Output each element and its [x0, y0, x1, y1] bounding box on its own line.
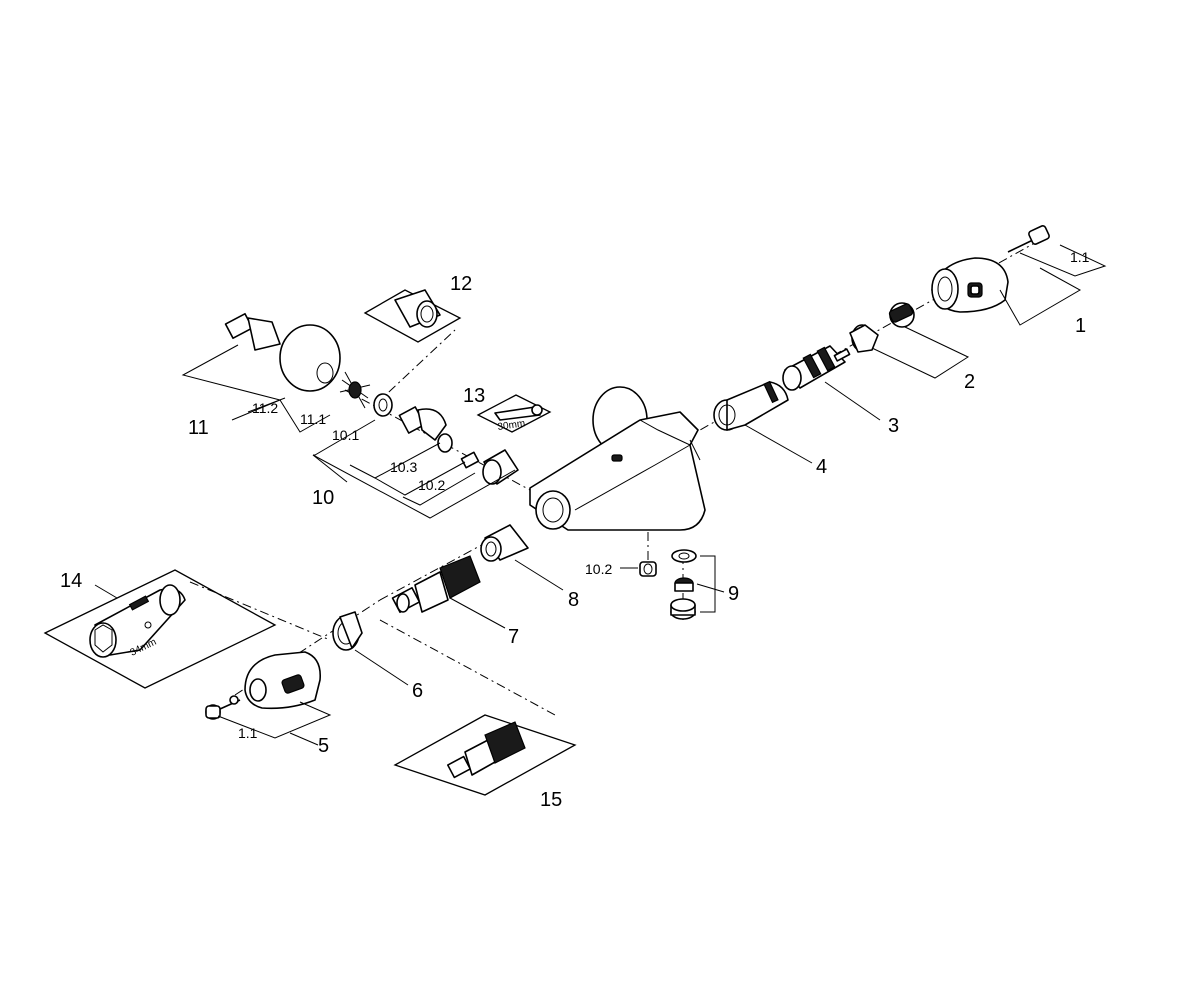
- leader-3: [824, 381, 881, 421]
- label-10-1: 10.1: [332, 427, 359, 443]
- label-10-2-left: 10.2: [418, 477, 445, 493]
- part-1-handle-right: [931, 257, 1009, 313]
- label-1: 1: [1075, 315, 1086, 337]
- label-3: 3: [888, 415, 899, 437]
- wrench-size-label: 30mm: [497, 418, 526, 433]
- part-2-nut: [849, 302, 915, 353]
- part-10-2-center: [639, 561, 657, 577]
- label-2: 2: [964, 371, 975, 393]
- label-5: 5: [318, 735, 329, 757]
- part-8-ring: [480, 524, 529, 562]
- label-10-2-center: 10.2: [585, 561, 612, 577]
- label-11-1: 11.1: [300, 411, 326, 427]
- label-4: 4: [816, 456, 827, 478]
- label-10: 10: [312, 487, 334, 509]
- part-7-valve: [391, 555, 481, 614]
- label-14: 14: [60, 570, 82, 592]
- label-11: 11: [188, 417, 209, 439]
- part-14-key-tool: [43, 569, 277, 689]
- part-10-1-washer: [373, 393, 393, 417]
- leader-10: [312, 419, 516, 519]
- leader-4: [744, 424, 813, 464]
- part-1-1-screw-right: [1007, 225, 1050, 253]
- part-4-thermo-element: [713, 380, 789, 431]
- leader-5: [217, 701, 332, 746]
- part-3-cartridge: [782, 345, 851, 391]
- label-11-2: 11.2: [252, 400, 278, 416]
- leader-7: [449, 597, 506, 629]
- label-15: 15: [540, 789, 562, 811]
- leader-6: [354, 649, 409, 686]
- part-9-aerator: [670, 549, 697, 620]
- part-10-fitting: [398, 406, 519, 485]
- part-11-connector: [224, 312, 341, 392]
- part-1-1-screw-left: [205, 695, 241, 720]
- leader-2: [871, 326, 970, 379]
- leader-8: [514, 559, 564, 591]
- label-13: 13: [463, 385, 485, 407]
- leader-14: [94, 584, 118, 599]
- leader-9: [700, 555, 716, 613]
- part-12-sleeve: [363, 289, 462, 343]
- part-5-handle-left: [244, 651, 322, 710]
- label-1-1-bottom: 1.1: [238, 725, 258, 741]
- leader-1: [999, 244, 1107, 326]
- label-8: 8: [568, 589, 579, 611]
- label-6: 6: [412, 680, 423, 702]
- leader-11: [181, 344, 331, 433]
- mixer-body: [529, 386, 706, 531]
- part-6-ring: [332, 611, 363, 651]
- label-9: 9: [728, 583, 739, 605]
- leader-9b: [696, 583, 725, 593]
- label-1-1-top: 1.1: [1070, 249, 1090, 265]
- labels: 1 1.1 2 3 4 5 1.1 6 7 8 9 10 10.1 10.2 1…: [60, 249, 1090, 811]
- part-11-1-washer: [339, 371, 371, 409]
- label-10-3: 10.3: [390, 459, 417, 475]
- part-13-wrench: [476, 394, 552, 433]
- label-12: 12: [450, 273, 472, 295]
- label-7: 7: [508, 626, 519, 648]
- part-15-valve: [393, 714, 577, 796]
